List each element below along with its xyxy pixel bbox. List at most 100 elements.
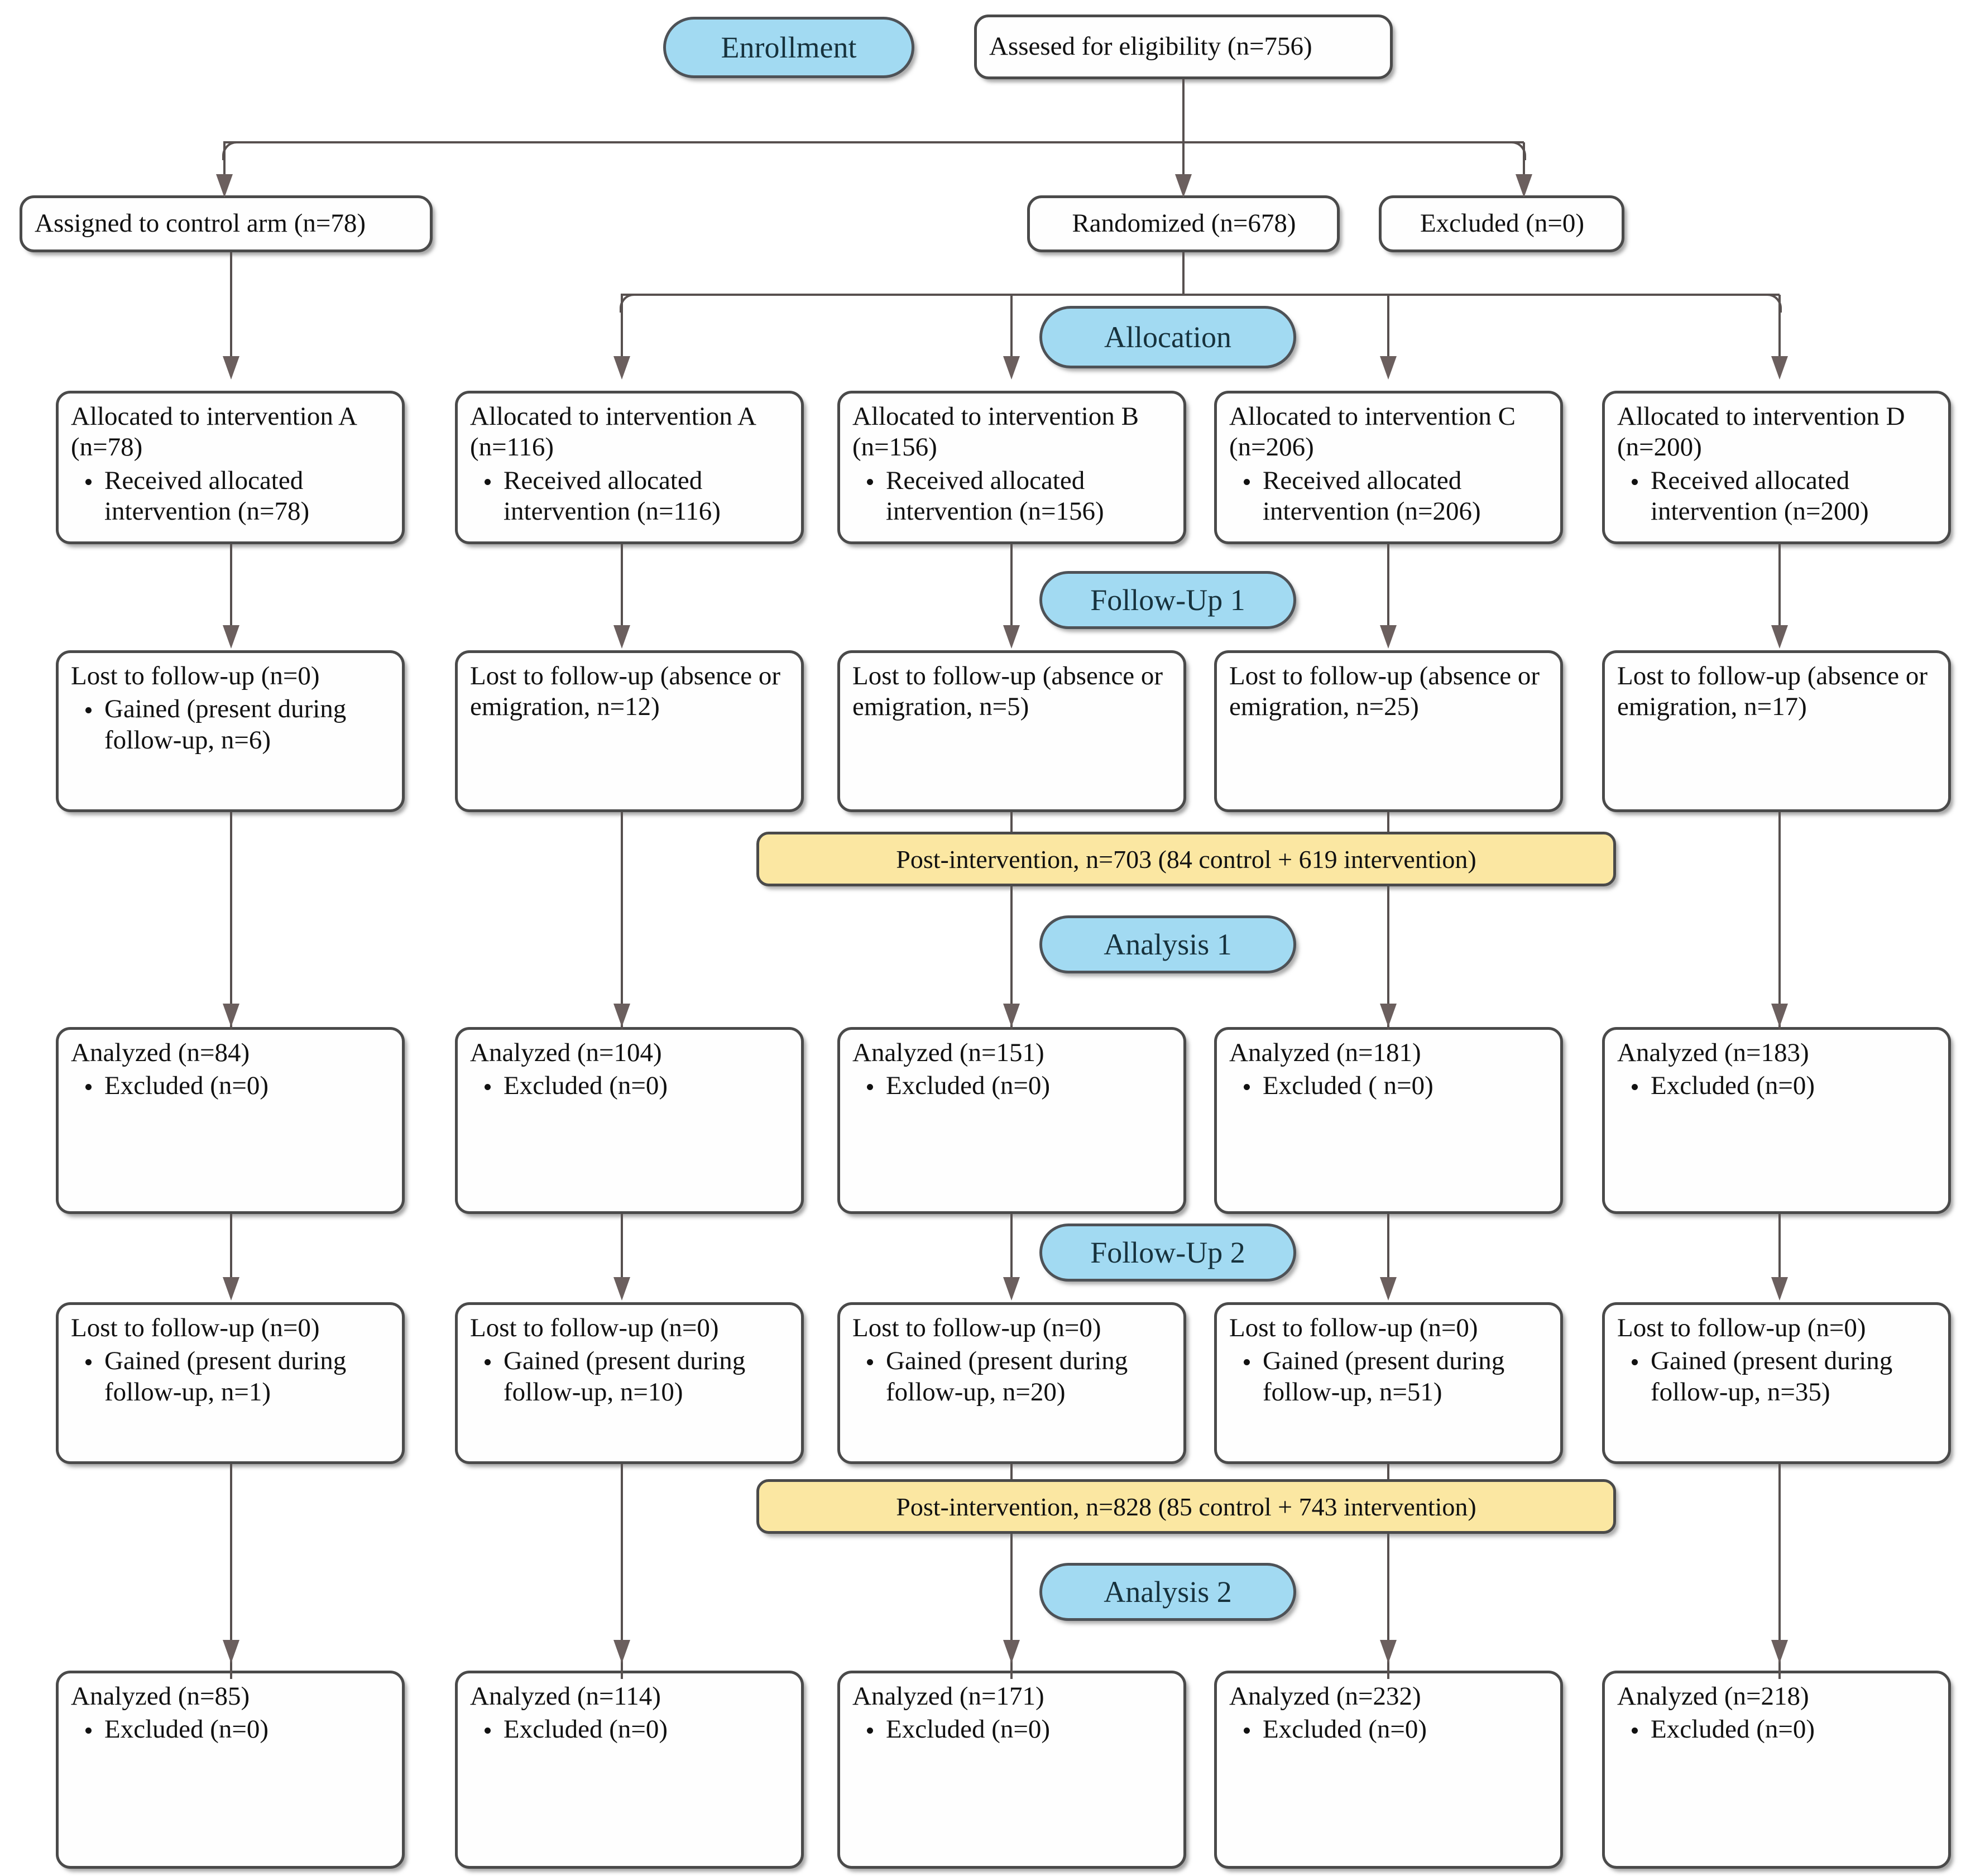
box-analysis2-3-bullet: Excluded (n=0): [867, 1714, 1172, 1745]
box-excluded-enrollment: Excluded (n=0): [1379, 195, 1624, 252]
box-analysis2-1-title: Analyzed (n=85): [71, 1682, 250, 1711]
arrow-f1-an1-3: [1003, 1004, 1020, 1027]
arrow-a1-f1-5: [1771, 625, 1788, 649]
box-followup1-4-title: Lost to follow-up (absence or emigration…: [1229, 661, 1540, 722]
connector-allocation-drop-3: [1010, 295, 1013, 357]
box-allocation-3: Allocated to intervention B (n=156) Rece…: [837, 391, 1186, 544]
box-allocation-2-bullet: Received allocated intervention (n=116): [485, 466, 790, 527]
box-followup2-1-title: Lost to follow-up (n=0): [71, 1313, 320, 1342]
arrow-f1-an1-2: [613, 1004, 630, 1027]
stage-label-analysis1-text: Analysis 1: [1104, 928, 1232, 961]
arrow-f1-an1-5: [1771, 1004, 1788, 1027]
stage-label-followup1-text: Follow-Up 1: [1090, 583, 1245, 617]
stage-label-analysis2-text: Analysis 2: [1104, 1575, 1232, 1609]
box-analysis1-1: Analyzed (n=84) Excluded (n=0): [56, 1027, 405, 1214]
box-analysis2-3-title: Analyzed (n=171): [852, 1682, 1044, 1711]
connector-enrollment-elbow-right: [1507, 141, 1526, 160]
box-followup1-2: Lost to follow-up (absence or emigration…: [455, 650, 804, 812]
box-analysis1-5-bullet: Excluded (n=0): [1632, 1071, 1937, 1101]
connector-randomized-stem: [1182, 252, 1185, 295]
connector-a1-f1-1: [230, 544, 232, 628]
connector-a1-f1-5: [1778, 544, 1781, 628]
box-allocation-3-bullet: Received allocated intervention (n=156): [867, 466, 1172, 527]
arrow-an1-f2-4: [1380, 1277, 1397, 1301]
connector-allocation-drop-4: [1387, 295, 1389, 357]
stage-label-allocation: Allocation: [1039, 306, 1296, 368]
box-analysis2-3: Analyzed (n=171) Excluded (n=0): [837, 1671, 1186, 1869]
arrow-control-to-allocation: [223, 356, 239, 380]
connector-f2-an2-1: [230, 1464, 232, 1679]
box-analysis1-2-title: Analyzed (n=104): [470, 1038, 662, 1067]
arrow-f2-an2-2: [613, 1640, 630, 1663]
connector-to-excluded: [1523, 142, 1525, 176]
box-followup1-5-title: Lost to follow-up (absence or emigration…: [1617, 661, 1928, 722]
banner-post-intervention-2: Post-intervention, n=828 (85 control + 7…: [756, 1479, 1616, 1534]
box-followup2-2: Lost to follow-up (n=0) Gained (present …: [455, 1302, 804, 1464]
box-followup2-2-title: Lost to follow-up (n=0): [470, 1313, 719, 1342]
connector-f1-an1-3: [1010, 812, 1013, 1030]
box-analysis1-2-bullet: Excluded (n=0): [485, 1071, 790, 1101]
box-analysis1-4-title: Analyzed (n=181): [1229, 1038, 1421, 1067]
box-assessed-for-eligibility: Assesed for eligibility (n=756): [974, 15, 1393, 79]
connector-to-control: [223, 142, 226, 176]
connector-f1-an1-2: [621, 812, 623, 1030]
box-analysis1-4-bullet: Excluded ( n=0): [1244, 1071, 1549, 1101]
stage-label-allocation-text: Allocation: [1104, 320, 1231, 354]
connector-to-randomized: [1182, 142, 1185, 176]
box-analysis2-2-title: Analyzed (n=114): [470, 1682, 661, 1711]
connector-allocation-drop-2: [621, 295, 623, 357]
box-analysis2-5: Analyzed (n=218) Excluded (n=0): [1602, 1671, 1951, 1869]
connector-an1-f2-3: [1010, 1214, 1013, 1298]
box-analysis2-1-bullet: Excluded (n=0): [85, 1714, 391, 1745]
box-analysis2-4: Analyzed (n=232) Excluded (n=0): [1214, 1671, 1563, 1869]
connector-f2-an2-5: [1778, 1464, 1781, 1679]
connector-a1-f1-4: [1387, 544, 1389, 628]
connector-f1-an1-1: [230, 812, 232, 1030]
arrow-f2-an2-5: [1771, 1640, 1788, 1663]
stage-label-analysis2: Analysis 2: [1039, 1563, 1296, 1621]
arrow-f1-an1-1: [223, 1004, 239, 1027]
box-analysis1-3: Analyzed (n=151) Excluded (n=0): [837, 1027, 1186, 1214]
arrow-to-excluded: [1516, 174, 1532, 198]
arrow-an1-f2-5: [1771, 1277, 1788, 1301]
banner-post-intervention-2-text: Post-intervention, n=828 (85 control + 7…: [896, 1492, 1476, 1521]
box-analysis1-3-bullet: Excluded (n=0): [867, 1071, 1172, 1101]
box-assigned-to-control-text: Assigned to control arm (n=78): [35, 209, 366, 238]
box-analysis1-5: Analyzed (n=183) Excluded (n=0): [1602, 1027, 1951, 1214]
connector-f1-an1-4: [1387, 812, 1389, 1030]
box-analysis1-2: Analyzed (n=104) Excluded (n=0): [455, 1027, 804, 1214]
arrow-a1-f1-2: [613, 625, 630, 649]
arrow-an1-f2-3: [1003, 1277, 1020, 1301]
arrow-a1-f1-4: [1380, 625, 1397, 649]
connector-an1-f2-5: [1778, 1214, 1781, 1298]
connector-f2-an2-2: [621, 1464, 623, 1679]
box-followup1-2-title: Lost to follow-up (absence or emigration…: [470, 661, 781, 722]
box-followup2-5: Lost to follow-up (n=0) Gained (present …: [1602, 1302, 1951, 1464]
box-followup2-3-bullet: Gained (present during follow-up, n=20): [867, 1346, 1172, 1408]
arrow-to-randomized: [1175, 174, 1192, 198]
arrow-to-control: [216, 174, 233, 198]
connector-f1-an1-5: [1778, 812, 1781, 1030]
box-allocation-3-title: Allocated to intervention B (n=156): [852, 402, 1139, 462]
stage-label-followup2: Follow-Up 2: [1039, 1224, 1296, 1282]
connector-enrollment-bar: [223, 141, 1524, 143]
box-followup1-1-title: Lost to follow-up (n=0): [71, 661, 320, 690]
box-allocation-5-title: Allocated to intervention D (n=200): [1617, 402, 1905, 462]
connector-a1-f1-3: [1010, 544, 1013, 628]
connector-allocation-bar: [621, 294, 1780, 296]
box-allocation-1-title: Allocated to intervention A (n=78): [71, 402, 356, 462]
arrow-allocation-5: [1771, 356, 1788, 380]
box-followup2-4: Lost to follow-up (n=0) Gained (present …: [1214, 1302, 1563, 1464]
connector-control-stem: [230, 252, 232, 358]
box-analysis2-4-title: Analyzed (n=232): [1229, 1682, 1421, 1711]
box-assigned-to-control: Assigned to control arm (n=78): [20, 195, 433, 252]
stage-label-analysis1: Analysis 1: [1039, 915, 1296, 973]
connector-f2-an2-4: [1387, 1464, 1389, 1679]
box-analysis2-5-bullet: Excluded (n=0): [1632, 1714, 1937, 1745]
connector-an1-f2-1: [230, 1214, 232, 1298]
box-followup1-4: Lost to follow-up (absence or emigration…: [1214, 650, 1563, 812]
connector-allocation-drop-5: [1778, 295, 1781, 357]
arrow-allocation-2: [613, 356, 630, 380]
arrow-allocation-4: [1380, 356, 1397, 380]
connector-assessed-stem: [1182, 79, 1185, 142]
